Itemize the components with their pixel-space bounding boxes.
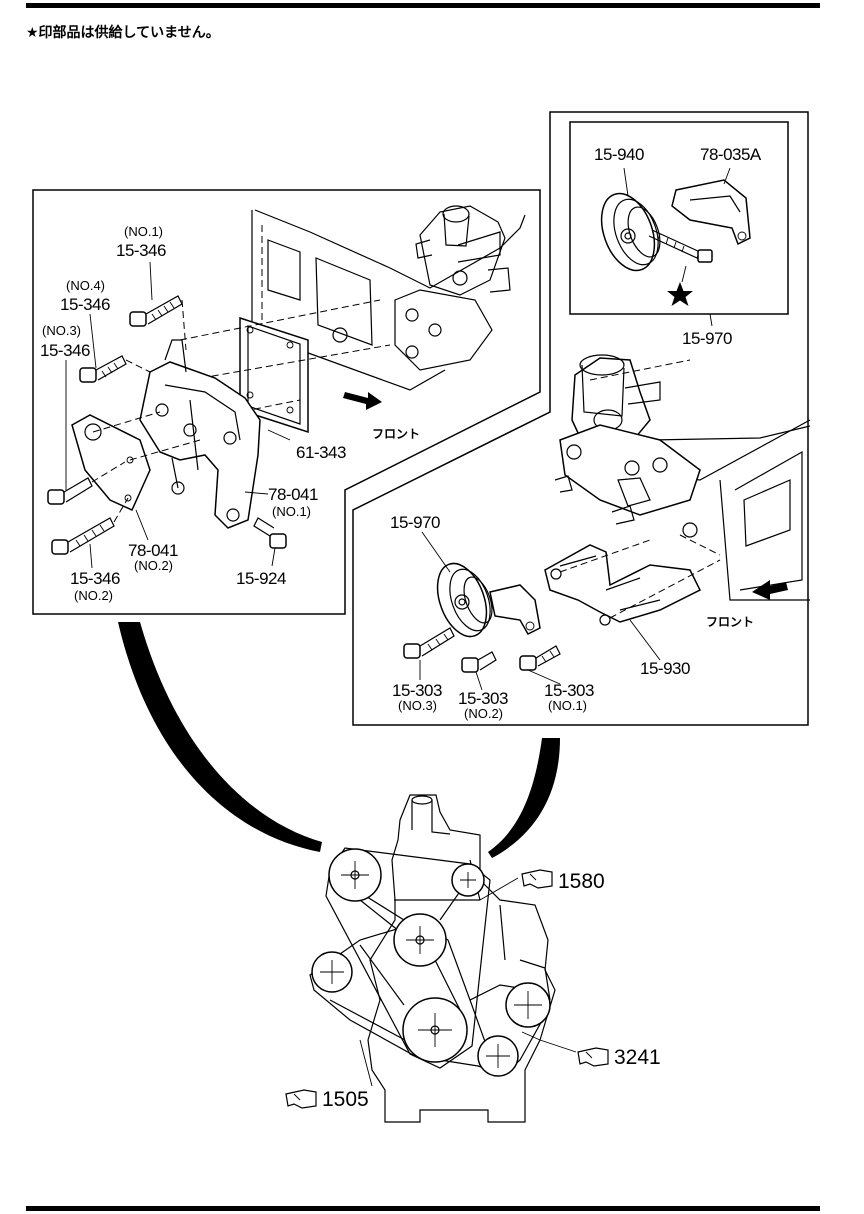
label-15-940: 15-940: [594, 145, 644, 164]
unsupplied-star-icon: [667, 282, 693, 306]
top-rule: [26, 3, 820, 8]
label-15-970: 15-970: [390, 513, 440, 532]
left-panel: [32, 189, 541, 615]
bolt-15-346-no3: [47, 461, 126, 505]
front-arrow-icon: [343, 392, 382, 410]
ref-3241[interactable]: 3241: [577, 1046, 661, 1069]
label-sub-15-346-no3: (NO.3): [42, 323, 81, 338]
label-sub-15-346-no1: (NO.1): [124, 224, 163, 239]
label-sub-15-303-no1: (NO.1): [548, 698, 587, 713]
engine-belt-layout: [309, 794, 577, 1123]
callout-arc-right: [488, 738, 560, 858]
pointing-hand-icon: [577, 1047, 609, 1067]
label-15-303-no2: 15-303: [458, 689, 508, 708]
label-15-303-no3: 15-303: [392, 681, 442, 700]
label-sub-78-041-no1: (NO.1): [272, 504, 311, 519]
bolt-15-303-no3: [403, 627, 455, 659]
ref-1505[interactable]: 1505: [285, 1088, 369, 1111]
bolt-15-346-no1: [129, 295, 187, 351]
pointing-hand-icon: [285, 1089, 317, 1109]
label-15-346-no1: 15-346: [116, 241, 166, 260]
label-15-924: 15-924: [236, 569, 286, 588]
label-15-346-no2: 15-346: [70, 569, 120, 588]
bolt-15-924: [253, 517, 287, 549]
pulley-assembly-15-970: [436, 562, 541, 638]
label-15-970-inset: 15-970: [682, 329, 732, 348]
ref-page-1505: 1505: [322, 1088, 369, 1111]
ref-page-3241: 3241: [614, 1046, 661, 1069]
label-15-930: 15-930: [640, 659, 690, 678]
pointing-hand-icon: [521, 869, 553, 889]
bolt-15-346-no4: [79, 355, 151, 383]
unsupplied-parts-note: ★印部品は供給していません。: [26, 25, 220, 41]
label-15-303-no1: 15-303: [544, 681, 594, 700]
callout-arc-left: [118, 622, 322, 852]
ref-1580[interactable]: 1580: [521, 869, 605, 893]
front-label-left: フロント: [372, 427, 420, 441]
label-sub-15-303-no3: (NO.3): [398, 698, 437, 713]
label-15-346-no3: 15-346: [40, 341, 90, 360]
ref-page-1580: 1580: [558, 870, 605, 893]
label-sub-78-041-no2: (NO.2): [134, 558, 173, 573]
inset-bracket-78-035A: [671, 179, 751, 246]
label-sub-15-303-no2: (NO.2): [464, 706, 503, 721]
bolt-15-346-no2: [51, 497, 129, 555]
label-sub-15-346-no2: (NO.2): [74, 588, 113, 603]
label-15-346-no4: 15-346: [60, 295, 110, 314]
right-panel: [352, 111, 811, 726]
front-label-right: フロント: [706, 615, 754, 629]
label-sub-15-346-no4: (NO.4): [66, 278, 105, 293]
label-78-041-no2: 78-041: [128, 541, 178, 560]
inset-pulley-15-940: [600, 192, 661, 272]
inset-bolt: [648, 229, 713, 263]
bolt-15-303-no2: [461, 651, 497, 673]
label-61-343: 61-343: [296, 443, 346, 462]
front-arrow-icon: [752, 580, 788, 600]
label-78-035A: 78-035A: [700, 145, 762, 164]
bottom-rule: [26, 1206, 820, 1211]
label-78-041-no1: 78-041: [268, 485, 318, 504]
